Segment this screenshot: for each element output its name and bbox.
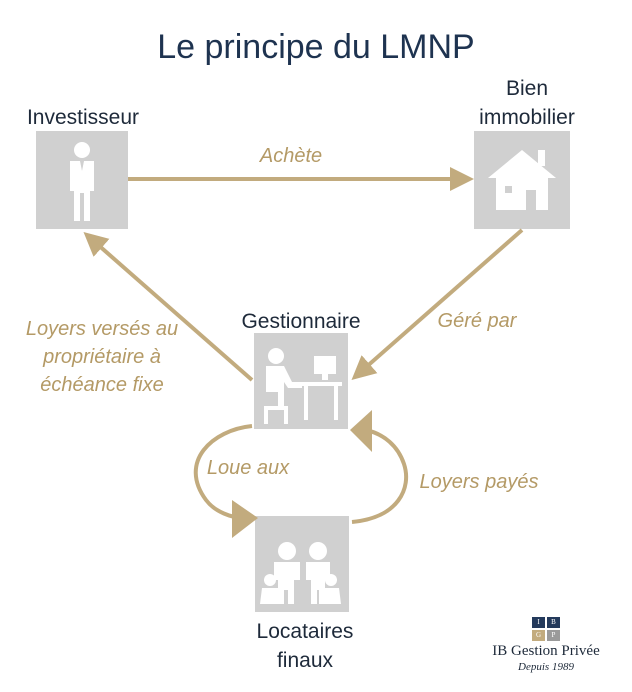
loyers-verses-line3: échéance fixe bbox=[40, 374, 164, 396]
logo-name: IB Gestion Privée bbox=[492, 643, 600, 659]
page-title: Le principe du LMNP bbox=[157, 28, 475, 66]
family-icon bbox=[260, 542, 341, 604]
logo-letter-g: G bbox=[535, 631, 542, 639]
loyers-payes-arrow bbox=[351, 428, 409, 524]
investisseur-label: Investisseur bbox=[26, 106, 140, 129]
logo-letter-i: I bbox=[537, 618, 540, 626]
locataires-label: Locataires finaux bbox=[230, 617, 380, 675]
loyers-payes-arrowhead bbox=[350, 410, 372, 452]
achete-label: Achète bbox=[259, 145, 323, 167]
logo-tagline: Depuis 1989 bbox=[518, 661, 574, 673]
loyers-verses-arrow bbox=[83, 232, 254, 382]
loyers-payes-label: Loyers payés bbox=[419, 471, 539, 493]
businessman-icon bbox=[70, 142, 94, 221]
locataires-label-line2: finaux bbox=[276, 649, 334, 672]
bien-immobilier-label: Bien immobilier bbox=[462, 74, 592, 132]
loyers-verses-label: Loyers versés au propriétaire à échéance… bbox=[2, 315, 202, 399]
gestionnaire-label: Gestionnaire bbox=[241, 310, 361, 333]
loue-aux-arrow bbox=[193, 424, 253, 520]
loue-aux-label: Loue aux bbox=[206, 457, 290, 479]
bien-label-line2: immobilier bbox=[479, 106, 575, 129]
loue-aux-arrowhead bbox=[232, 500, 258, 538]
house-icon bbox=[488, 150, 556, 210]
logo-letter-b: B bbox=[551, 618, 556, 626]
bien-label-line1: Bien bbox=[505, 77, 549, 100]
loyers-verses-line2: propriétaire à bbox=[43, 346, 161, 368]
locataires-label-line1: Locataires bbox=[256, 620, 354, 643]
logo-letter-p: P bbox=[551, 631, 556, 639]
loyers-verses-line1: Loyers versés au bbox=[25, 318, 179, 340]
gere-par-arrow bbox=[351, 228, 524, 380]
gere-par-label: Géré par bbox=[437, 310, 517, 332]
person-at-computer-icon bbox=[264, 348, 342, 424]
logo-grid bbox=[532, 617, 560, 641]
